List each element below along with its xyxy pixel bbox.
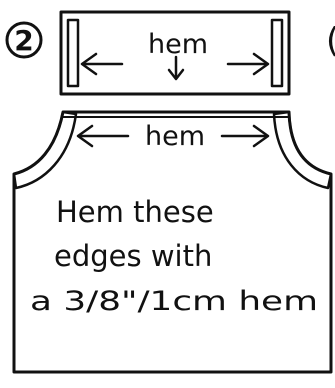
- body-hem-label: hem: [145, 121, 205, 152]
- instruction-line-1: Hem these: [56, 195, 214, 229]
- band-left-hem-fold: [68, 20, 78, 86]
- band-hem-label: hem: [148, 29, 208, 60]
- step-number: 2: [14, 24, 33, 57]
- body-left-armhole-hem: [14, 112, 76, 188]
- band-right-hem-fold: [272, 20, 282, 86]
- body-right-armhole-hem: [274, 112, 331, 188]
- instruction-line-3: a 3/8"/1cm hem: [30, 286, 318, 317]
- body-piece: hem Hem these edges with a 3/8"/1cm hem: [14, 112, 331, 372]
- next-step-partial: (: [326, 21, 335, 61]
- step-number-badge: 2: [7, 23, 41, 57]
- instruction-line-2: edges with: [54, 239, 212, 273]
- band-piece: hem: [61, 12, 289, 94]
